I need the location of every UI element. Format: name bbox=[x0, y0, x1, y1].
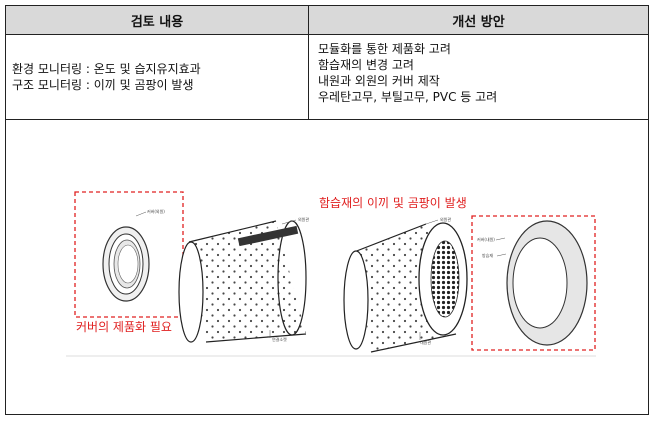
svg-text:연결소켓: 연결소켓 bbox=[272, 336, 287, 342]
improvement-cell: 모듈화를 통한 제품화 고려 함습재의 변경 고려 내원과 외원의 커버 제작 … bbox=[309, 35, 648, 120]
svg-text:커버(외원): 커버(외원) bbox=[147, 208, 165, 214]
right-pipe: 외원관 내원관 bbox=[343, 216, 468, 353]
left-cover-ring: 커버(외원) bbox=[102, 208, 165, 302]
svg-text:외원관: 외원관 bbox=[440, 216, 451, 222]
left-pipe: 외원관 연결소켓 bbox=[178, 216, 309, 343]
review-line-environment: 환경 모니터링 : 온도 및 습지유지효과 bbox=[12, 62, 201, 76]
improvement-line-material: 함습재의 변경 고려 bbox=[318, 58, 414, 72]
pipe-figure: 커버(외원) 외원관 연결소켓 bbox=[6, 120, 648, 414]
review-cell: 환경 모니터링 : 온도 및 습지유지효과 구조 모니터링 : 이끼 및 곰팡이… bbox=[6, 35, 309, 120]
svg-text:외원관: 외원관 bbox=[298, 216, 309, 222]
improvement-line-cover: 내원과 외원의 커버 제작 bbox=[318, 74, 440, 88]
improvement-line-modular: 모듈화를 통한 제품화 고려 bbox=[318, 42, 451, 56]
svg-text:내원관: 내원관 bbox=[420, 339, 431, 345]
cover-highlight-box-right bbox=[471, 215, 596, 351]
header-improvement: 개선 방안 bbox=[309, 6, 648, 35]
header-review: 검토 내용 bbox=[6, 6, 309, 35]
callout-cover: 커버의 제품화 필요 bbox=[76, 320, 172, 334]
right-cover-ring: 커버(내원) 방습재 bbox=[477, 220, 588, 346]
pipe-diagram: 커버(외원) 외원관 연결소켓 bbox=[66, 191, 596, 357]
svg-text:방습재: 방습재 bbox=[482, 252, 493, 258]
svg-text:커버(내원): 커버(내원) bbox=[477, 236, 495, 242]
improvement-line-rubber: 우레탄고무, 부틸고무, PVC 등 고려 bbox=[318, 90, 498, 104]
review-line-structure: 구조 모니터링 : 이끼 및 곰팡이 발생 bbox=[12, 78, 194, 92]
callout-moss: 함습재의 이끼 및 곰팡이 발생 bbox=[319, 196, 467, 210]
review-table: 검토 내용 개선 방안 환경 모니터링 : 온도 및 습지유지효과 구조 모니터… bbox=[5, 5, 649, 415]
